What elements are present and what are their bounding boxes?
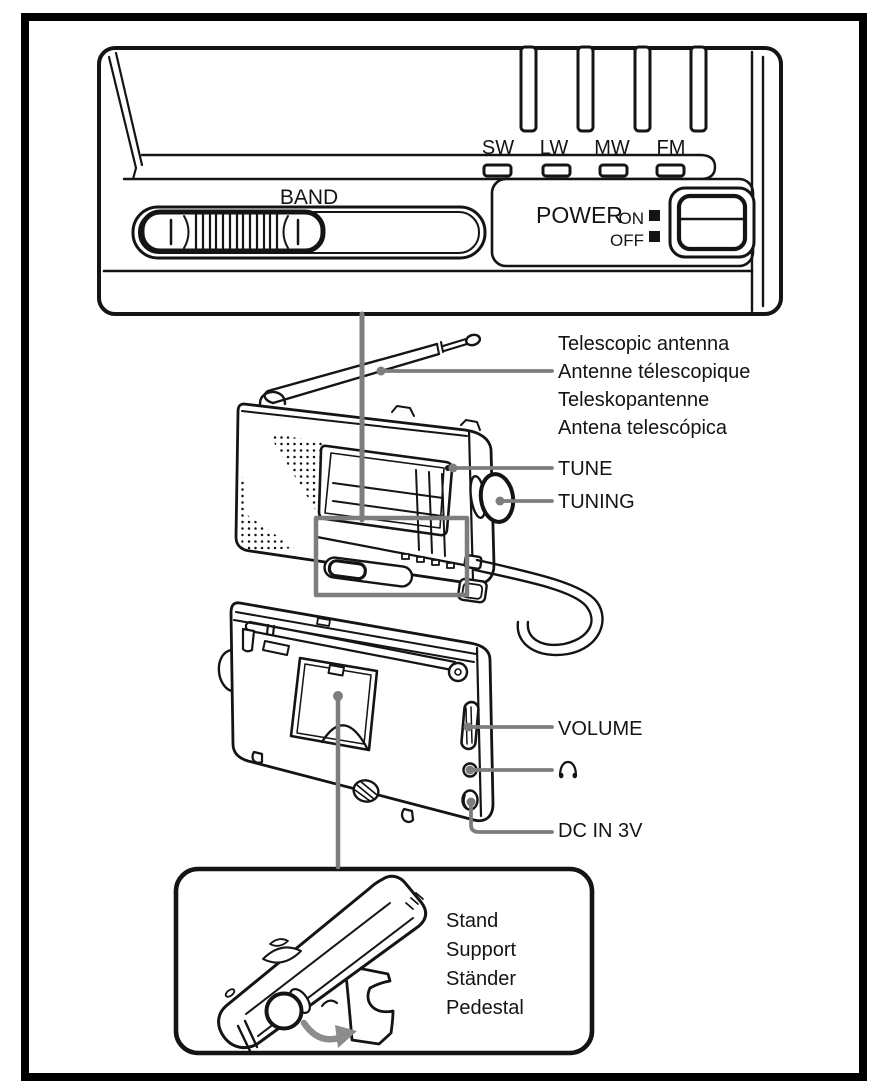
band-slider-thumb	[139, 209, 326, 254]
stored-antenna	[244, 620, 469, 683]
top-panel-detail-view	[97, 45, 783, 316]
panel-bevel-lines	[107, 51, 144, 181]
antenna-label-de: Teleskopantenne	[558, 389, 710, 411]
power-label: POWER	[536, 202, 623, 228]
stand-inset	[173, 866, 595, 1056]
bottom-feet	[251, 750, 415, 824]
power-button	[668, 186, 756, 259]
stand-label: Stand Support Ständer Pedestal	[446, 907, 524, 1023]
antenna-label-en: Telescopic antenna	[558, 333, 730, 355]
telescopic-antenna-icon	[258, 333, 482, 406]
dc-in-label: DC IN 3V	[558, 820, 643, 842]
volume-label: VOLUME	[558, 718, 643, 740]
tune-label: TUNE	[558, 458, 613, 480]
leader-lines	[313, 311, 554, 870]
left-end-bulge	[217, 648, 234, 693]
band-name-lw: LW	[539, 137, 569, 159]
band-window-slots	[519, 45, 708, 133]
power-button-front	[457, 577, 488, 604]
antenna-label: Telescopic antenna Antenne télescopique …	[558, 330, 750, 442]
stand-label-es: Pedestal	[446, 997, 524, 1019]
dial-band-marks	[401, 553, 455, 569]
rotate-arrow-icon	[300, 1019, 357, 1048]
strap-cord	[236, 1019, 259, 1053]
front-top-face-line	[241, 410, 468, 437]
front-view	[234, 333, 604, 657]
antenna-label-fr: Antenne télescopique	[558, 361, 751, 383]
stand-label-fr: Support	[446, 939, 517, 961]
band-name-mw: MW	[594, 137, 630, 159]
side-knob	[264, 991, 304, 1031]
hinge-tab	[262, 640, 290, 656]
stand-label-en: Stand	[446, 910, 499, 932]
top-edge-tabs	[391, 405, 481, 431]
power-on-square	[649, 210, 660, 221]
leader-line-dc-in	[469, 800, 554, 834]
front-seam-line	[315, 535, 471, 568]
headphones-icon	[558, 760, 578, 779]
right-end-cap	[750, 50, 765, 313]
detail-highlight-rect	[313, 515, 470, 598]
tuning-label: TUNING	[558, 491, 635, 513]
battery-compartment-icon	[289, 656, 379, 752]
speaker-grille	[236, 433, 324, 552]
stand-label-de: Ständer	[446, 968, 517, 990]
back-view	[217, 601, 495, 824]
band-name-sw: SW	[481, 137, 515, 159]
power-off-label: OFF	[610, 231, 644, 250]
band-slider-front	[323, 556, 414, 588]
band-indicator-windows	[482, 163, 686, 178]
band-label: BAND	[279, 186, 339, 209]
back-side-edge	[475, 646, 483, 818]
back-top-tab	[316, 617, 331, 627]
power-on-label: ON	[618, 209, 645, 228]
band-slider	[131, 205, 487, 260]
band-name-fm: FM	[656, 137, 686, 159]
power-off-square	[649, 231, 660, 242]
antenna-label-es: Antena telescópica	[558, 417, 728, 439]
page-border	[21, 13, 867, 1081]
hinge-hook	[241, 627, 256, 653]
stand-catch	[352, 779, 380, 803]
